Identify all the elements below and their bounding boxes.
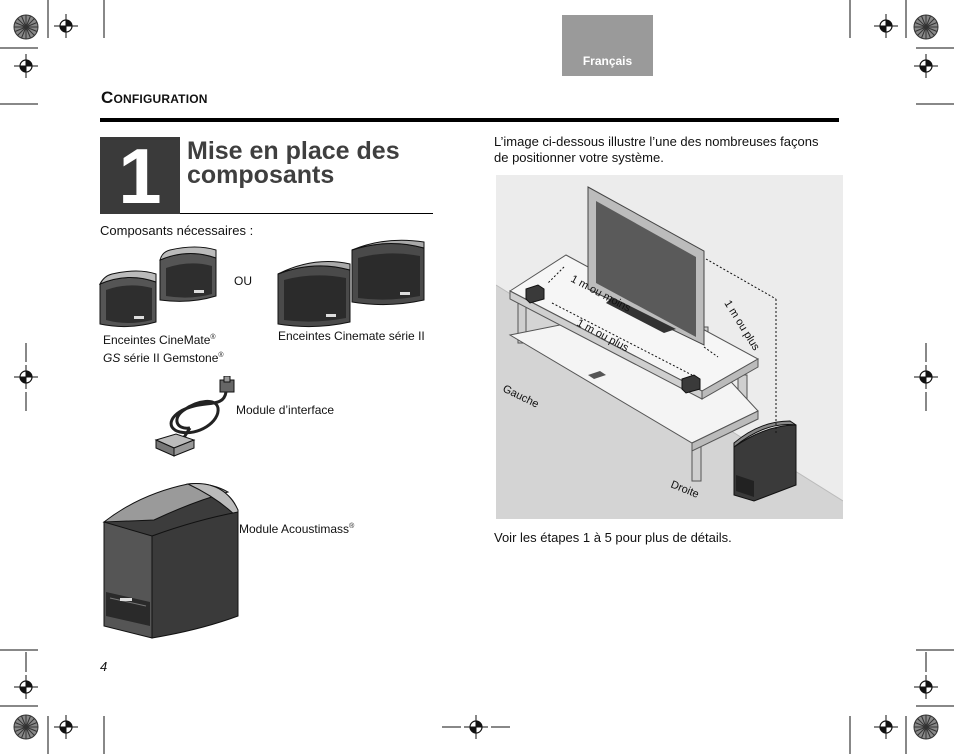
language-tab[interactable]: Français <box>562 15 653 76</box>
step-rule <box>180 213 433 214</box>
step-title: Mise en place des composants <box>187 137 400 189</box>
or-label: OU <box>234 274 252 288</box>
placement-scene: 1 m ou moins 1 m ou plus 1 m ou plus Gau… <box>495 186 844 519</box>
intro-text: L’image ci-dessous illustre l’une des no… <box>494 134 819 165</box>
title-rule <box>100 118 839 122</box>
interface-module-illustration <box>154 376 235 457</box>
cinemate-gs-caption: Enceintes CineMate® GS série II Gemstone… <box>103 333 224 365</box>
interface-module-caption: Module d’interface <box>236 403 335 417</box>
section-title: Configuration <box>101 88 208 107</box>
acoustimass-module-illustration <box>102 483 239 639</box>
step-number-box: 1 <box>100 132 180 220</box>
components-label: Composants nécessaires : <box>100 223 254 238</box>
cinemate-series-ii-caption: Enceintes Cinemate série II <box>278 329 425 343</box>
placement-diagram: 1 m ou moins 1 m ou plus 1 m ou plus Gau… <box>495 175 844 519</box>
acoustimass-caption: Module Acoustimass® <box>239 522 355 536</box>
footer-note: Voir les étapes 1 à 5 pour plus de détai… <box>494 530 732 545</box>
step-number: 1 <box>118 132 162 220</box>
cinemate-series-ii-speakers-illustration <box>277 239 425 328</box>
page-number: 4 <box>100 659 108 674</box>
language-tab-label: Français <box>582 54 633 68</box>
cinemate-gs-speakers-illustration <box>98 246 217 328</box>
